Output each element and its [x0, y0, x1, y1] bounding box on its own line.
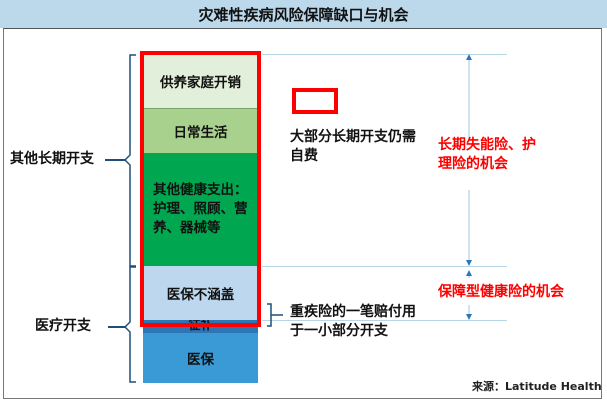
guide-line-bottom	[262, 320, 507, 321]
segment-family-expenses: 供养家庭开销	[143, 54, 258, 108]
legend-red-box-icon	[292, 88, 338, 114]
guide-line-top	[262, 54, 507, 55]
ci-note: 重疾险的一笔赔付用于一小部分开支	[290, 304, 416, 339]
group-label-medical: 医疗开支	[35, 318, 91, 334]
opportunity-health: 保障型健康险的机会	[438, 284, 564, 300]
legend-text: 大部分长期开支仍需自费	[290, 129, 416, 164]
page-title: 灾难性疾病风险保障缺口与机会	[0, 0, 607, 28]
segment-other-health: 其他健康支出：护理、照顾、营养、器械等	[143, 153, 258, 266]
segment-uncovered: 医保不涵盖	[143, 266, 258, 320]
diagram-frame	[3, 28, 602, 399]
brace-medical	[123, 266, 136, 383]
segment-daily-life: 日常生活	[143, 108, 258, 153]
guide-line-mid	[262, 266, 507, 267]
brace-icons	[105, 54, 136, 383]
highlight-box	[140, 51, 261, 327]
opportunity-ltc: 长期失能险、护理险的机会	[438, 137, 536, 172]
segment-medical-insurance: 医保	[143, 333, 258, 383]
group-label-long-term: 其他长期开支	[10, 151, 94, 167]
brace-long-term	[123, 54, 136, 267]
source-note: 来源：Latitude Health	[472, 380, 602, 393]
arrow-icons	[466, 54, 472, 320]
small-brace-icon	[267, 303, 283, 327]
